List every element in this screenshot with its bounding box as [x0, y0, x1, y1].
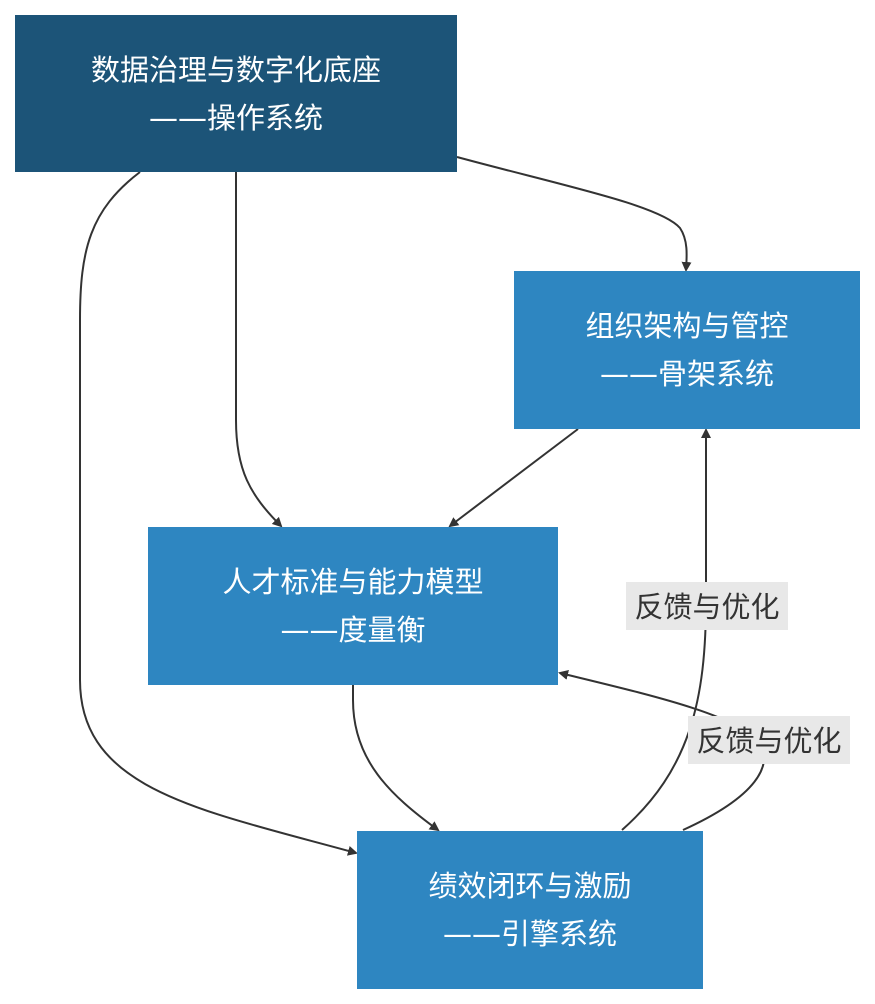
node-title: 数据治理与数字化底座	[91, 53, 381, 87]
node-box	[148, 527, 558, 685]
edge-label-feedback-to-talent: 反馈与优化	[688, 716, 850, 764]
node-subtitle: ——引擎系统	[443, 917, 617, 951]
edge-talent-to-performance	[352, 685, 440, 832]
node-title: 组织架构与管控	[585, 309, 788, 343]
edge-label-text: 反馈与优化	[634, 590, 779, 624]
node-box	[514, 271, 860, 429]
node-subtitle: ——操作系统	[149, 101, 323, 135]
node-talent-model: 人才标准与能力模型 ——度量衡	[148, 527, 558, 685]
node-subtitle: ——骨架系统	[600, 357, 774, 391]
node-data-foundation: 数据治理与数字化底座 ——操作系统	[15, 15, 457, 172]
node-title: 绩效闭环与激励	[428, 869, 631, 903]
node-performance-loop: 绩效闭环与激励 ——引擎系统	[357, 831, 703, 989]
node-org-structure: 组织架构与管控 ——骨架系统	[514, 271, 860, 429]
edge-org-to-talent	[448, 428, 579, 528]
node-subtitle: ——度量衡	[280, 613, 425, 647]
node-box	[15, 15, 457, 172]
edge-data-to-performance	[79, 171, 358, 856]
edge-data-to-talent	[235, 172, 283, 528]
edge-label-text: 反馈与优化	[696, 724, 841, 758]
edge-label-feedback-to-org: 反馈与优化	[626, 582, 788, 630]
node-title: 人才标准与能力模型	[222, 565, 483, 599]
edge-label-background	[626, 582, 788, 630]
node-box	[357, 831, 703, 989]
edge-data-to-org	[456, 156, 692, 272]
edge-label-background	[688, 716, 850, 764]
